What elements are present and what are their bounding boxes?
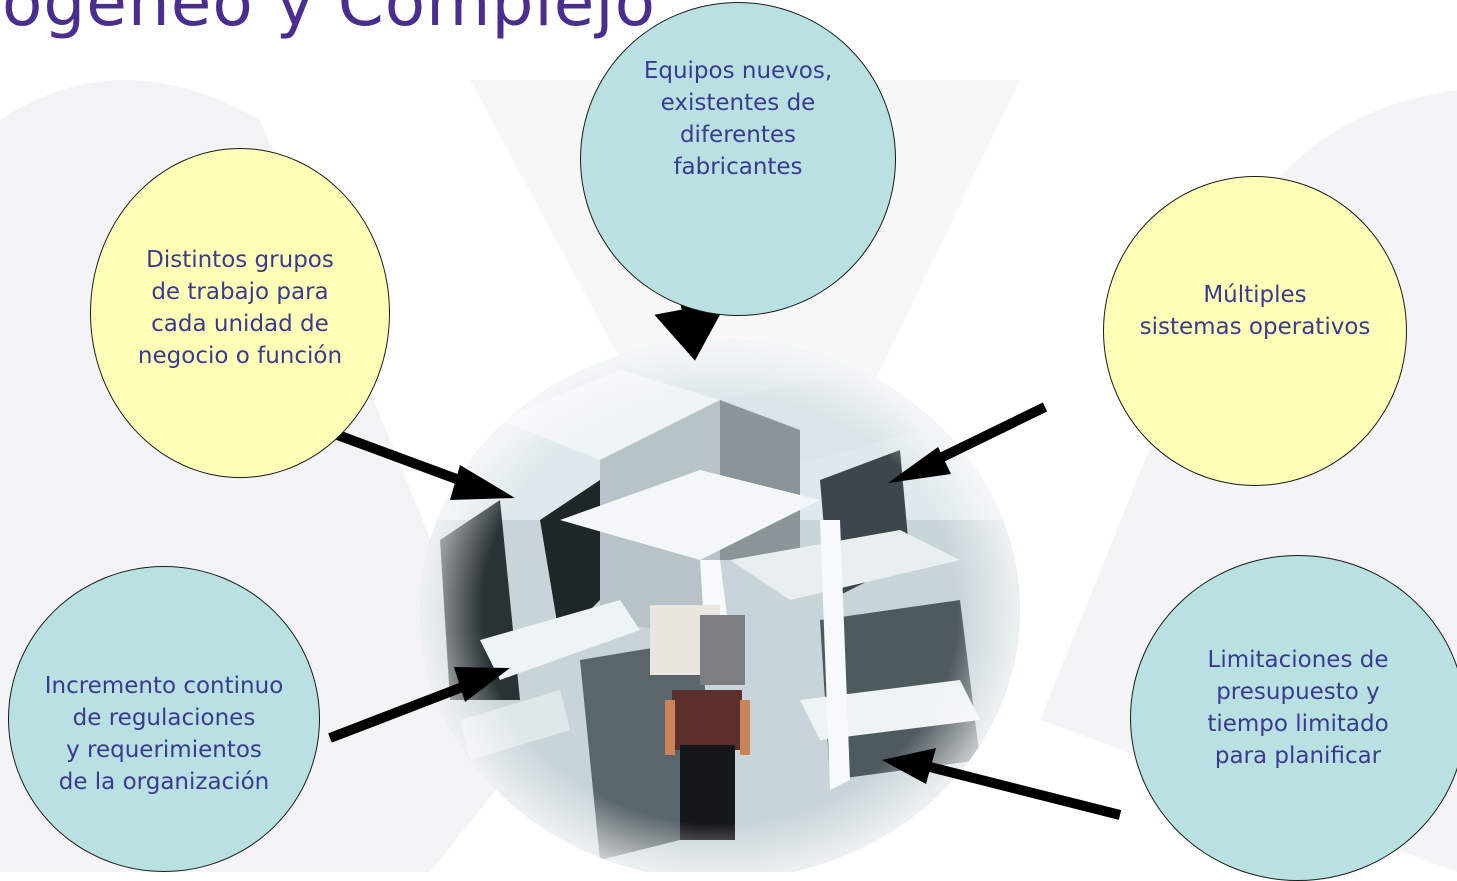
bubble-line: y requerimientos: [66, 737, 262, 763]
bubble-line: presupuesto y: [1216, 679, 1380, 705]
arrow-from-limitaciones: [882, 748, 1122, 820]
bubble-line: tiempo limitado: [1207, 711, 1389, 737]
bubble-line: de la organización: [58, 769, 270, 795]
arrow-from-incremento: [328, 667, 510, 743]
slide-title: ogéneo y Complejo: [2, 0, 657, 41]
bubble-line: diferentes: [679, 122, 797, 148]
bubble-line: fabricantes: [673, 154, 803, 180]
bubble-line: Múltiples: [1203, 282, 1307, 308]
bubble-line: de trabajo para: [151, 279, 329, 305]
bubble-line: sistemas operativos: [1139, 314, 1371, 340]
bubble-line: existentes de: [660, 90, 816, 116]
maze-with-person-image: [420, 340, 1020, 872]
bubble-line: de regulaciones: [72, 705, 256, 731]
bubble-line: Distintos grupos: [146, 247, 334, 273]
arrow-from-sistemas: [888, 402, 1048, 483]
bubble-incremento: Incremento continuo de regulaciones y re…: [8, 566, 320, 872]
bubble-line: negocio o función: [137, 343, 343, 369]
bubble-line: Limitaciones de: [1207, 647, 1389, 673]
bubble-line: Incremento continuo: [44, 673, 284, 699]
bubble-equipos: Equipos nuevos, existentes de diferentes…: [580, 2, 896, 316]
bubble-line: Equipos nuevos,: [643, 58, 833, 84]
bubble-limitaciones: Limitaciones de presupuesto y tiempo lim…: [1130, 555, 1457, 881]
bubble-line: para planificar: [1214, 743, 1382, 769]
arrow-from-grupos: [333, 429, 515, 500]
bubble-line: cada unidad de: [151, 311, 329, 337]
bubble-sistemas: Múltiples sistemas operativos: [1103, 176, 1407, 486]
bubble-grupos: Distintos grupos de trabajo para cada un…: [90, 148, 390, 478]
